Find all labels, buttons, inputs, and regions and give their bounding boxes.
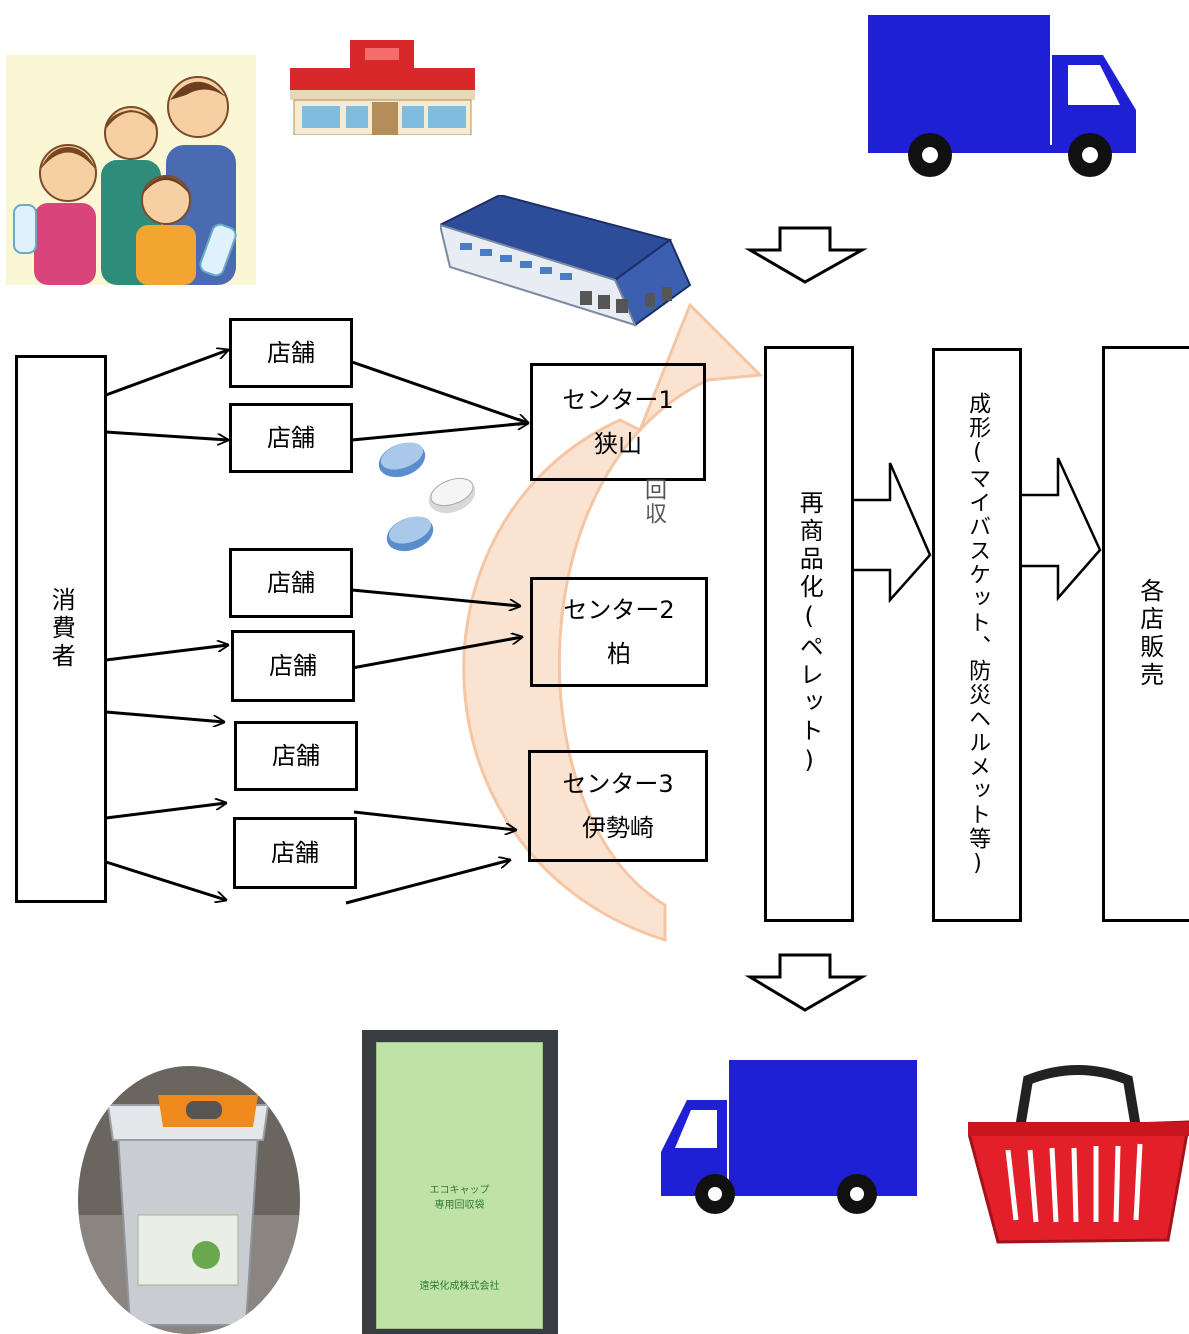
center-number: センター3 [562,769,674,798]
bottle-caps-illustration [378,442,476,552]
store-label: 店舗 [269,651,317,680]
molding-box: 成形(マイバスケット、防災ヘルメット等) [932,348,1022,922]
store-building-illustration [290,40,475,135]
family-illustration [6,55,256,285]
store-label: 店舗 [267,568,315,597]
molding-label: 成形(マイバスケット、防災ヘルメット等) [965,392,991,878]
truck-illustration-top [868,15,1136,177]
center-box-isesaki: センター3 伊勢崎 [528,750,708,862]
recommercialize-box: 再商品化(ペレット) [764,346,854,922]
recycling-center-warehouse-illustration [440,195,692,327]
bag-text-line2: 専用回収袋 [434,1200,485,1211]
center-name: 狭山 [594,430,642,458]
recommercialize-label: 再商品化(ペレット) [795,490,824,778]
process-arrow-2 [1021,457,1102,602]
sales-label: 各店販売 [1135,578,1164,690]
down-arrow-top [744,226,868,284]
store-label: 店舗 [271,838,319,867]
store-box: 店舗 [229,318,353,388]
collection-label: 回収 [641,478,666,526]
collection-bag-photo: エコキャップ 専用回収袋 遠栄化成株式会社 [362,1030,558,1334]
bag-text-line1: エコキャップ [429,1185,490,1196]
collection-bag: エコキャップ 専用回収袋 遠栄化成株式会社 [376,1042,543,1329]
center-box-sayama: センター1 狭山 [530,363,706,481]
store-box: 店舗 [231,630,355,702]
center-number: センター1 [562,385,674,414]
process-arrow-1 [853,462,932,604]
store-label: 店舗 [272,741,320,770]
bag-company-text: 遠栄化成株式会社 [419,1281,500,1292]
consumer-box: 消費者 [15,355,107,903]
store-label: 店舗 [267,423,315,452]
shopping-basket-photo [968,1065,1189,1244]
collection-bin-photo [78,1066,300,1334]
store-box: 店舗 [229,548,353,618]
store-box: 店舗 [233,817,357,889]
truck-illustration-bottom [661,1060,917,1214]
consumer-label: 消費者 [47,587,76,671]
center-name: 伊勢崎 [582,814,654,842]
sales-box: 各店販売 [1102,346,1189,922]
center-box-kashiwa: センター2 柏 [530,577,708,687]
store-label: 店舗 [267,338,315,367]
store-box: 店舗 [229,403,353,473]
center-name: 柏 [607,640,631,668]
down-arrow-bottom [744,953,868,1012]
center-number: センター2 [563,595,675,624]
store-box: 店舗 [234,721,358,791]
